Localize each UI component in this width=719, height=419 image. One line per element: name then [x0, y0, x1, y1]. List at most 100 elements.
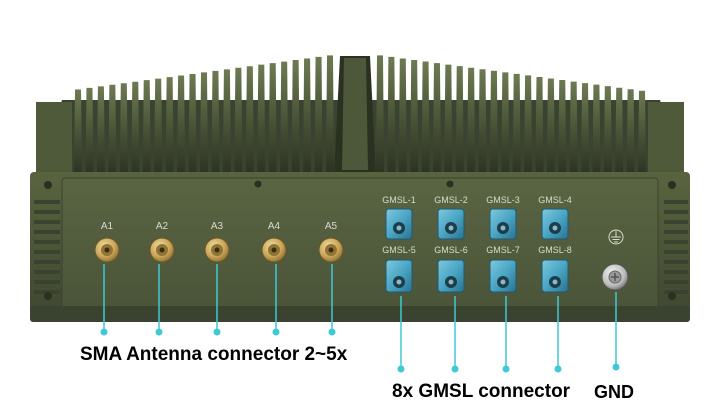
- heatsink-fin: [512, 73, 521, 175]
- heatsink-fins-right: [376, 55, 646, 176]
- heatsink-fin: [165, 77, 174, 175]
- sma-connector-a5: A5: [318, 221, 344, 263]
- antenna-label: A4: [268, 221, 281, 232]
- sma-caption: SMA Antenna connector 2~5x: [80, 344, 348, 365]
- heatsink-fin: [581, 83, 590, 175]
- heatsink-fin: [326, 55, 334, 176]
- heatsink-fin: [280, 61, 289, 175]
- side-rib: [34, 230, 60, 234]
- heatsink-fins-left: [74, 55, 334, 176]
- heatsink-fin: [478, 69, 487, 175]
- heatsink-fin: [142, 80, 151, 175]
- side-rib: [34, 260, 60, 264]
- side-rib: [34, 240, 60, 244]
- heatsink-fin: [467, 67, 476, 175]
- panel-screw: [668, 181, 676, 189]
- antenna-label: A3: [211, 221, 224, 232]
- heatsink-fin: [291, 60, 300, 175]
- side-rib: [664, 240, 688, 244]
- heatsink-fin: [222, 69, 231, 175]
- panel-screw: [668, 292, 676, 300]
- heatsink-fin: [410, 60, 419, 176]
- side-rib: [34, 270, 60, 274]
- gmsl-label: GMSL-1: [382, 195, 416, 205]
- side-rib: [664, 200, 688, 204]
- heatsink-fin: [638, 90, 646, 175]
- panel-screw: [254, 180, 262, 188]
- heatsink-fin: [234, 67, 243, 175]
- sma-connector-a1: A1: [94, 221, 120, 263]
- panel-screw: [44, 292, 52, 300]
- side-rib: [34, 280, 60, 284]
- gmsl-label: GMSL-2: [434, 195, 468, 205]
- sma-connector-a2: A2: [149, 221, 175, 263]
- gmsl-connector-1: [385, 208, 413, 240]
- side-rib: [34, 220, 60, 224]
- gmsl-label: GMSL-3: [486, 195, 520, 205]
- heatsink-fin: [535, 76, 544, 175]
- heatsink-fin: [444, 64, 453, 175]
- heatsink-fin: [154, 78, 163, 175]
- callout-lines: [100, 264, 620, 373]
- heatsink-fin: [592, 84, 601, 175]
- side-rib: [34, 290, 60, 294]
- gmsl-label: GMSL-8: [538, 245, 572, 255]
- gmsl-caption: 8x GMSL connector: [392, 381, 571, 402]
- heatsink-fin: [455, 66, 464, 175]
- gmsl-connector-group: GMSL-1 GMSL-2 GMSL-3 GMSL-4 GMSL-5 GMSL-…: [382, 195, 572, 293]
- side-rib: [34, 210, 60, 214]
- side-rib: [664, 220, 688, 224]
- heatsink-fin: [489, 70, 498, 175]
- gnd-caption: GND: [594, 382, 634, 402]
- heatsink-fin: [314, 56, 323, 176]
- gmsl-connector-4: [541, 208, 569, 240]
- side-rib: [34, 200, 60, 204]
- gmsl-connector-5: [385, 259, 413, 293]
- heatsink-fin: [626, 89, 635, 175]
- gmsl-connector-3: [489, 208, 517, 240]
- side-ribs: [34, 200, 688, 294]
- heatsink-fin: [257, 64, 266, 175]
- side-rib: [664, 250, 688, 254]
- gmsl-label: GMSL-5: [382, 245, 416, 255]
- heatsink-fin: [211, 70, 220, 175]
- heatsink-fin: [501, 72, 510, 175]
- gmsl-connector-8: [541, 259, 569, 293]
- sma-connector-a4: A4: [261, 221, 287, 263]
- heatsink-fin: [131, 81, 140, 175]
- antenna-label: A1: [101, 221, 114, 232]
- heatsink-fin: [387, 56, 396, 175]
- heatsink-fin: [421, 61, 430, 175]
- heatsink-fin: [615, 87, 624, 175]
- antenna-label: A5: [325, 221, 338, 232]
- panel-screw: [44, 181, 52, 189]
- heatsink-fin: [188, 73, 197, 175]
- gmsl-connector-6: [437, 259, 465, 293]
- heatsink-fin: [398, 58, 407, 175]
- side-rib: [664, 290, 688, 294]
- heatsink-fin: [376, 55, 384, 176]
- heatsink-fin: [432, 63, 441, 175]
- side-rib: [664, 280, 688, 284]
- gmsl-label: GMSL-4: [538, 195, 572, 205]
- gmsl-label: GMSL-7: [486, 245, 520, 255]
- side-rib: [34, 250, 60, 254]
- heatsink-fin: [177, 75, 186, 175]
- gmsl-connector-2: [437, 208, 465, 240]
- heatsink-fin: [85, 87, 94, 175]
- gmsl-label: GMSL-6: [434, 245, 468, 255]
- side-rib: [664, 210, 688, 214]
- heatsink-fin: [119, 83, 128, 175]
- heatsink-fin: [546, 78, 555, 175]
- heatsink-fin: [96, 86, 105, 175]
- sma-connector-group: A1 A2 A3 A4 A5: [94, 221, 344, 263]
- ground-symbol-icon: [608, 229, 624, 245]
- heatsink-fin: [74, 89, 82, 175]
- heatsink-fin: [524, 75, 533, 175]
- gmsl-connector-7: [489, 259, 517, 293]
- heatsink-fin: [569, 81, 578, 175]
- antenna-label: A2: [156, 221, 169, 232]
- sma-connector-a3: A3: [204, 221, 230, 263]
- side-rib: [664, 230, 688, 234]
